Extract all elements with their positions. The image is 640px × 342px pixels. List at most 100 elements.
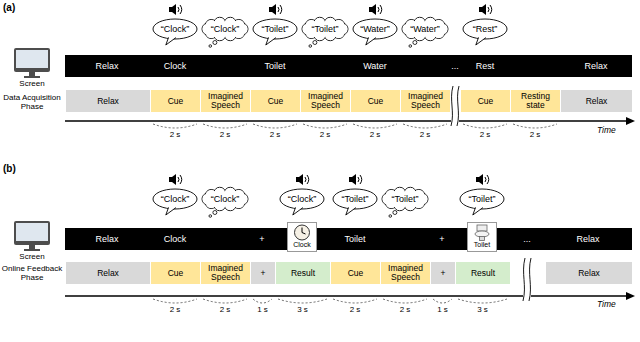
phase-block: Result [275,262,330,284]
bubble-text: “Toilet” [341,194,368,205]
screen-text: Water [345,55,405,77]
axis-label: Time [597,126,633,136]
screen-text: + [412,228,472,250]
phase-block: Relax [545,262,632,284]
phase-block: Cue [350,90,400,112]
duration-bracket [253,299,272,303]
duration-label: 2 s [335,305,375,314]
break-gap [451,86,459,126]
phase-block: Result [455,262,510,284]
phase-title: Online Feedback Phase [1,264,63,282]
screen-slot: Relax [77,228,137,250]
phase-block: Imagined Speech [200,90,250,112]
bubble-text: “Toilet” [468,194,495,205]
duration-label: 3 s [283,305,323,314]
screen-slot: Clock [145,228,205,250]
phase-text: Result [471,269,495,278]
phase-block: Relax [560,90,632,112]
screen-text: Relax [77,55,137,77]
duration-label: 2 s [155,305,195,314]
duration-bracket [153,124,197,128]
duration-bracket [333,299,377,303]
duration-label-box: 3 s [283,305,323,314]
thought-bubble: “Clock” [202,18,248,40]
phase-block: Relax [65,90,150,112]
speech-bubble: “Water” [352,18,398,40]
thought-bubble: “Clock” [202,188,248,210]
screen-slot: Toilet [325,228,385,250]
duration-label: 2 s [405,130,445,139]
duration-label-box: 2 s [465,130,505,139]
duration-label-box: 2 s [305,130,345,139]
phase-text: Relax [97,97,119,106]
phase-text: Cue [368,97,384,106]
screen-text: + [232,228,292,250]
axis-label: Time [597,300,633,310]
speech-bubble: “Rest” [462,18,508,40]
device-label-box: Screen [7,252,57,261]
phase-text: Result [291,269,315,278]
duration-label-box: 2 s [155,130,195,139]
phase-block: Imagined Speech [380,262,430,284]
speaker-icon [269,4,282,15]
phase-text: Relax [97,269,119,278]
phase-text: Cue [168,269,184,278]
duration-bracket [303,124,347,128]
bubble-text: “Water” [360,24,390,35]
phase-text: Imagined Speech [203,264,248,282]
screen-slot: Relax [558,228,618,250]
screen-text: Relax [558,228,618,250]
image-caption: Toilet [474,241,490,249]
screen-slot: Relax [77,55,137,77]
speaker-icon [349,174,362,185]
screen-text: Toilet [325,228,385,250]
speech-bubble: “Clock” [152,188,198,210]
phase-text: + [261,269,266,278]
panel-label-box: (b) [3,163,33,175]
duration-label: 2 s [355,130,395,139]
duration-label-box: 2 s [335,305,375,314]
speaker-icon [476,174,489,185]
phase-block: Cue [150,262,200,284]
phase-text: Relax [586,97,608,106]
screen-slot: Clock [145,55,205,77]
duration-bracket [403,124,447,128]
speaker-icon [169,4,182,15]
panel-label: (b) [3,163,33,175]
phase-text: Cue [168,97,184,106]
duration-label-box: 2 s [355,130,395,139]
phase-text: Imagined Speech [303,92,348,110]
screen-band: RelaxClockToiletWater...RestRelax [65,55,632,77]
break-gap [523,258,531,301]
screen-text: ... [497,228,557,250]
axis-label-box: Time [597,300,633,310]
duration-label-box: 3 s [463,305,503,314]
screen-text: Relax [566,55,626,77]
phase-text: Cue [268,97,284,106]
break-mark [523,258,525,301]
device-label: Screen [7,79,57,88]
duration-label-box: 2 s [515,130,555,139]
duration-label-box: 2 s [385,305,425,314]
phase-block: Cue [330,262,380,284]
duration-label: 2 s [255,130,295,139]
speaker-icon [479,4,492,15]
bubble-text: “Toilet” [311,24,338,35]
time-axis [65,295,628,296]
duration-label-box: 2 s [405,130,445,139]
device-label: Screen [7,252,57,261]
image-caption: Clock [293,241,311,249]
phase-text: Relax [578,269,600,278]
break-mark [451,86,453,126]
speech-bubble: “Toilet” [459,188,505,210]
phase-text: Imagined Speech [403,92,448,110]
bubble-text: “Clock” [161,24,190,35]
thought-bubble: “Toilet” [302,18,348,40]
screen-text: Toilet [245,55,305,77]
screen-text: Relax [77,228,137,250]
screen-text: Clock [145,55,205,77]
duration-label-box: 2 s [205,130,245,139]
duration-bracket [203,299,247,303]
speaker-icon [296,174,309,185]
arrow-head [626,292,635,300]
